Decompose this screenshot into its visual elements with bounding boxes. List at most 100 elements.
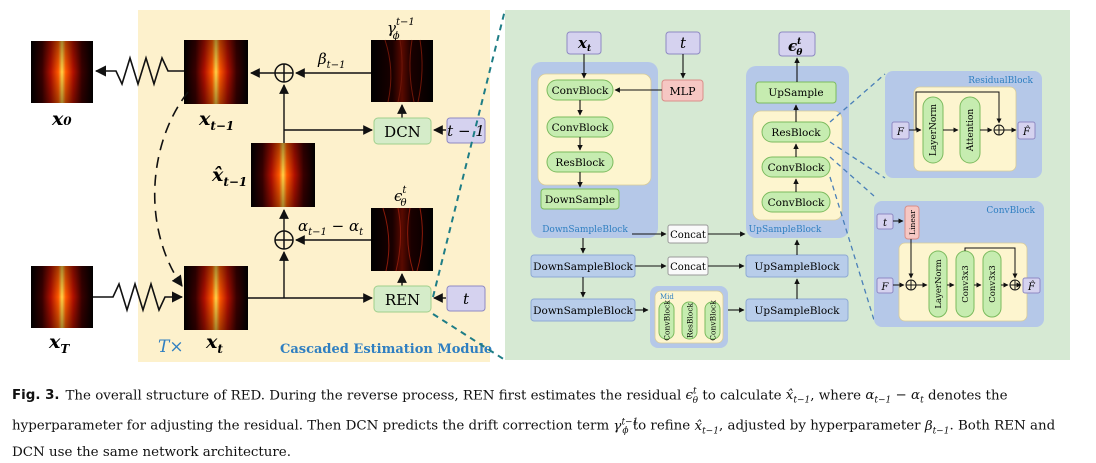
caption-xhat-2: x̂t−1 bbox=[694, 418, 719, 437]
caption-xhat-1: x̂t−1 bbox=[785, 388, 811, 407]
svg-text:Mid: Mid bbox=[660, 293, 674, 301]
zoom-line-bottom bbox=[432, 313, 506, 361]
caption-text-6: , adjusted by hyperparameter bbox=[718, 418, 925, 434]
image-x-hat bbox=[251, 143, 315, 207]
svg-text:F̂: F̂ bbox=[1022, 126, 1031, 138]
label-x-prev: xt−1 bbox=[198, 108, 234, 133]
svg-text:LayerNorm: LayerNorm bbox=[934, 259, 944, 308]
caption-gamma: γt−1ϕ bbox=[613, 417, 639, 437]
downsampleblock-3: DownSampleBlock bbox=[530, 298, 636, 322]
svg-text:ConvBlock: ConvBlock bbox=[663, 300, 672, 341]
image-eps bbox=[371, 207, 433, 272]
image-xt bbox=[184, 266, 248, 330]
downsampleblock-caption: DownSampleBlock bbox=[542, 225, 628, 235]
zoom-line-top bbox=[432, 9, 506, 298]
zoom-convblock-bottom bbox=[829, 176, 875, 321]
ren-node: REN bbox=[373, 285, 432, 313]
svg-text:ResBlock: ResBlock bbox=[771, 127, 821, 139]
svg-text:MLP: MLP bbox=[670, 85, 697, 98]
label-xt: xt bbox=[205, 331, 223, 356]
caption-text-2: to calculate bbox=[698, 388, 786, 404]
svg-text:Linear: Linear bbox=[908, 210, 917, 235]
mlp-node: MLP bbox=[661, 79, 704, 102]
zoom-convblock-top bbox=[829, 156, 875, 197]
down-convblock-2: ConvBlock bbox=[546, 116, 614, 138]
svg-text:ConvBlock: ConvBlock bbox=[709, 300, 718, 341]
svg-text:F̂: F̂ bbox=[1027, 281, 1036, 293]
svg-text:ResBlock: ResBlock bbox=[555, 157, 605, 169]
zoom-residualblock-bottom bbox=[829, 141, 886, 179]
svg-text:ResBlock: ResBlock bbox=[686, 302, 695, 338]
t-times-label: T× bbox=[158, 337, 184, 357]
svg-text:ConvBlock: ConvBlock bbox=[552, 85, 609, 97]
module-title: Cascaded Estimation Module bbox=[280, 342, 492, 357]
svg-text:UpSampleBlock: UpSampleBlock bbox=[755, 261, 841, 273]
caption-eps: ϵtθ bbox=[685, 387, 699, 407]
t-minus-1-node: t − 1 bbox=[446, 117, 486, 144]
svg-text:Attention: Attention bbox=[966, 109, 976, 153]
svg-text:DownSampleBlock: DownSampleBlock bbox=[533, 261, 633, 273]
downsample-node: DownSample bbox=[540, 188, 620, 210]
caption-label: Fig. 3. bbox=[12, 388, 60, 404]
image-x-prev bbox=[184, 40, 248, 104]
svg-text:t: t bbox=[883, 218, 888, 229]
caption-alpha: αt−1 − αt bbox=[865, 388, 924, 407]
svg-text:ResidualBlock: ResidualBlock bbox=[968, 76, 1033, 86]
svg-text:t − 1: t − 1 bbox=[447, 122, 485, 140]
svg-text:xt: xt bbox=[577, 34, 592, 54]
caption-text-1: The overall structure of RED. During the… bbox=[65, 388, 686, 404]
svg-text:Conv3x3: Conv3x3 bbox=[988, 265, 998, 303]
svg-text:Concat: Concat bbox=[670, 262, 706, 273]
svg-text:F: F bbox=[881, 282, 890, 293]
up-resblock: ResBlock bbox=[761, 121, 831, 143]
up-convblock-1: ConvBlock bbox=[761, 156, 831, 178]
image-xT bbox=[31, 266, 93, 328]
svg-text:REN: REN bbox=[385, 291, 420, 309]
svg-text:Concat: Concat bbox=[670, 230, 706, 241]
label-x-hat: x̂t−1 bbox=[211, 164, 247, 189]
svg-text:t: t bbox=[680, 34, 687, 52]
svg-text:Conv3x3: Conv3x3 bbox=[961, 265, 971, 303]
svg-text:F: F bbox=[896, 127, 905, 138]
caption-text-4: denotes the hyperparameter for adjusting… bbox=[12, 388, 1008, 434]
mid-block: Mid ConvBlock ResBlock ConvBlock bbox=[650, 286, 728, 348]
concat-node-2: Concat bbox=[667, 256, 709, 276]
svg-text:DCN: DCN bbox=[384, 123, 421, 141]
svg-text:ConvBlock: ConvBlock bbox=[552, 122, 609, 134]
t-input-node: t bbox=[665, 31, 701, 55]
svg-text:UpSample: UpSample bbox=[768, 87, 823, 99]
t-node-left: t bbox=[446, 285, 486, 312]
loop-dashed-arrow bbox=[153, 91, 189, 287]
plus-node-lower bbox=[274, 230, 294, 250]
residualblock-detail: ResidualBlock F LayerNorm Attention F̂ bbox=[885, 71, 1042, 178]
zoom-residualblock-top bbox=[829, 73, 886, 123]
label-xT: xT bbox=[48, 331, 70, 356]
label-x0: x₀ bbox=[51, 108, 72, 130]
upsampleblock-2: UpSampleBlock bbox=[745, 254, 849, 278]
svg-text:UpSampleBlock: UpSampleBlock bbox=[755, 305, 841, 317]
svg-text:ConvBlock: ConvBlock bbox=[768, 197, 825, 209]
caption-beta: βt−1 bbox=[924, 418, 950, 437]
caption-text-5: to refine bbox=[628, 418, 695, 434]
plus-node-upper bbox=[274, 63, 294, 83]
svg-text:DownSampleBlock: DownSampleBlock bbox=[533, 305, 633, 317]
label-alpha: αt−1 − αt bbox=[298, 217, 364, 238]
svg-text:DownSample: DownSample bbox=[545, 194, 615, 206]
downsampleblock-2: DownSampleBlock bbox=[530, 254, 636, 278]
svg-text:t: t bbox=[463, 290, 470, 308]
upsampleblock-3: UpSampleBlock bbox=[745, 298, 849, 322]
caption-text-3: , where bbox=[810, 388, 866, 404]
svg-text:ϵtθ: ϵtθ bbox=[788, 37, 802, 58]
upsampleblock-caption: UpSampleBlock bbox=[749, 225, 822, 235]
down-convblock-1: ConvBlock bbox=[546, 79, 614, 101]
upsample-node: UpSample bbox=[755, 81, 837, 104]
xt-input-node: xt bbox=[566, 31, 602, 55]
down-resblock: ResBlock bbox=[546, 151, 614, 173]
up-convblock-2: ConvBlock bbox=[761, 191, 831, 213]
label-beta: βt−1 bbox=[317, 50, 345, 71]
figure-caption: Fig. 3. The overall structure of RED. Dur… bbox=[12, 382, 1084, 463]
spring-xT-to-xt bbox=[93, 281, 184, 313]
